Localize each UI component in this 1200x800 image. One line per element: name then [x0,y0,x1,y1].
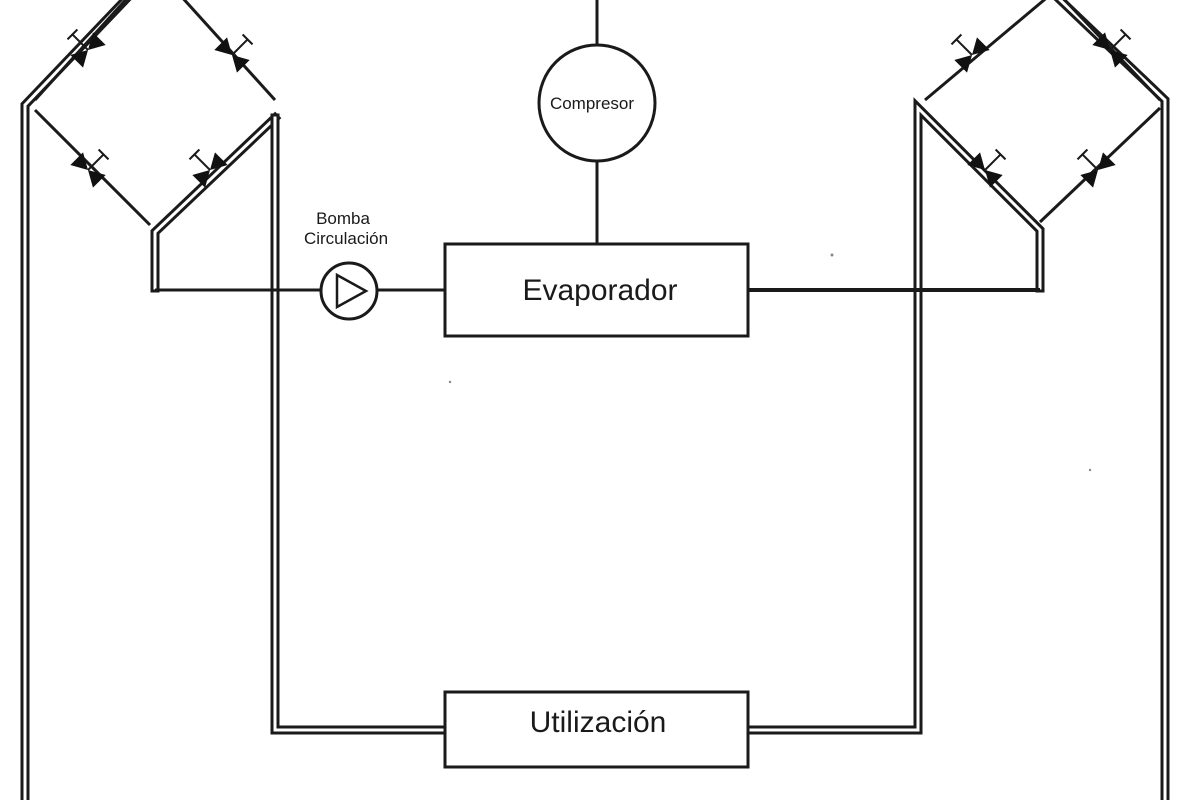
utilization-label: Utilización [530,706,667,739]
evaporator-label: Evaporador [522,274,677,307]
pump-label-line2: Circulación [304,229,388,248]
scan-specks [448,253,1092,472]
valve-right-top-right [1092,28,1132,68]
valve-right-top-left [950,33,990,73]
compressor-circle [537,43,657,163]
utilization-box [443,690,750,769]
pump-label-line1: Bomba [316,209,370,228]
right-inner-pipe [743,97,1045,735]
valve-right-bottom-left [967,148,1007,188]
compressor-label: Compresor [550,94,634,113]
single-pipes [33,0,1162,292]
valve-left-top-right [214,33,254,73]
utilization: Utilización [443,690,750,769]
evaporator: Evaporador [443,242,750,338]
valve-left-top-left [66,28,106,68]
left-outer-pipe [20,0,132,800]
circulation-pump: Bomba Circulación [304,209,388,321]
left-diamond-return-pipe [150,111,282,293]
valve-right-bottom-right [1076,148,1116,188]
valve-left-bottom-right [188,148,228,188]
valve-left-bottom-left [70,148,110,188]
double-pipes [20,0,1170,800]
pump-triangle-icon [335,272,369,310]
compressor: Compresor [537,43,657,163]
evaporator-box [443,242,750,338]
valves [66,28,1132,188]
